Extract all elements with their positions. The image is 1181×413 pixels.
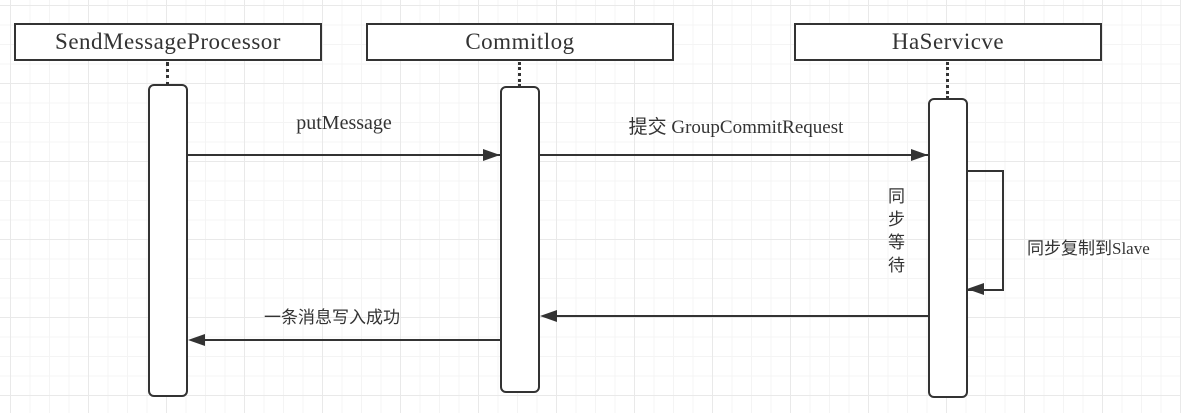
arrowhead-left-icon (967, 283, 984, 295)
arrowhead-right-icon (911, 149, 928, 161)
self-message-label: 同步复制到Slave (1027, 239, 1150, 258)
arrowhead-right-icon (483, 149, 500, 161)
message-putmessage-line (188, 154, 500, 156)
participant-label: Commitlog (465, 29, 575, 54)
message-groupcommitrequest-line (540, 154, 928, 156)
self-message-loop (967, 170, 1004, 291)
message-putmessage-label: putMessage (296, 112, 392, 134)
arrowhead-left-icon (540, 310, 557, 322)
message-write-success-label: 一条消息写入成功 (264, 308, 400, 327)
activation-bar-commitlog (500, 86, 540, 393)
activation-bar-haservicve (928, 98, 968, 398)
participant-box-sendmessageprocessor: SendMessageProcessor (14, 23, 322, 61)
participant-label: SendMessageProcessor (55, 29, 281, 54)
lifeline-dotted-sendmessageprocessor (166, 62, 169, 86)
lifeline-dotted-commitlog (518, 62, 521, 87)
lifeline-dotted-haservicve (946, 62, 949, 99)
message-groupcommitrequest-label: 提交 GroupCommitRequest (628, 117, 844, 138)
activation-bar-sendmessageprocessor (148, 84, 188, 397)
participant-box-haservicve: HaServicve (794, 23, 1102, 61)
arrowhead-left-icon (188, 334, 205, 346)
sync-wait-note: 同步等待 (885, 187, 904, 279)
participant-box-commitlog: Commitlog (366, 23, 674, 61)
return-line-haservicve-to-commitlog (554, 315, 928, 317)
message-write-success-line (202, 339, 500, 341)
participant-label: HaServicve (891, 29, 1005, 54)
